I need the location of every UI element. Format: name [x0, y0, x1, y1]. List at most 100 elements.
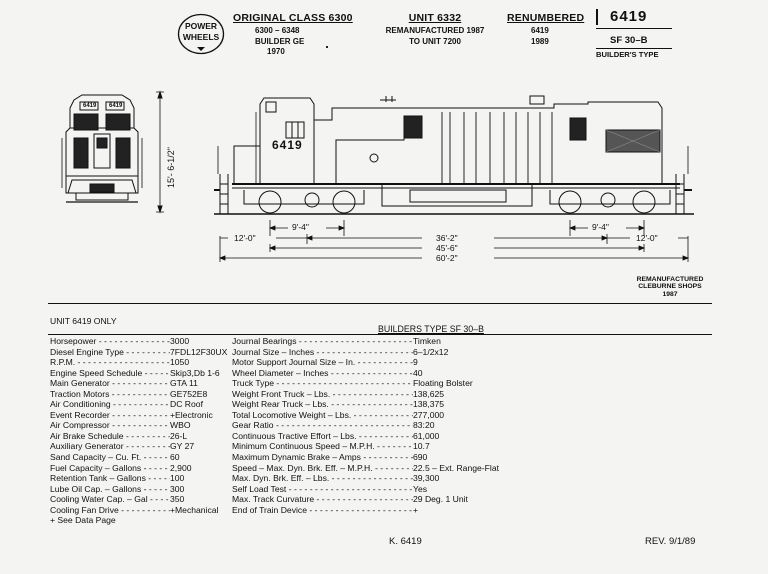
spec-left-row: Lube Oil Cap. – Gallons - - - - - - - - … [50, 484, 232, 495]
spec-left-leader: - - - - - - - - - - - - - - - - - - - - … [143, 483, 170, 494]
spec-left-row: Air Brake Schedule - - - - - - - - - - -… [50, 431, 232, 442]
spec-right-row: Motor Support Journal Size – In. - - - -… [232, 357, 532, 368]
spec-left-label: Cooling Water Cap. – Gal - - - - - - - -… [50, 494, 170, 505]
spec-left-value: 350 [170, 494, 185, 505]
spec-right-leader: - - - - - - - - - - - - - - - - - - - - … [358, 430, 413, 441]
spec-right-value: + [413, 504, 419, 515]
spec-right-label-text: Gear Ratio [232, 420, 274, 431]
original-class-title: ORIGINAL CLASS 6300 [233, 12, 353, 24]
spec-right-label-text: Journal Size – Inches [232, 346, 315, 357]
spec-right-label-text: Weight Rear Truck – Lbs. [232, 399, 329, 410]
spec-left-row: Air Compressor - - - - - - - - - - - - -… [50, 420, 232, 431]
spec-right-row: Minimum Continuous Speed – M.P.H. - - - … [232, 441, 532, 452]
spec-left-leader: - - - - - - - - - - - - - - - - - - - - … [77, 357, 170, 368]
spec-left-leader: - - - - - - - - - - - - - - - - - - - - … [98, 336, 170, 346]
spec-right-label: Wheel Diameter – Inches - - - - - - - - … [232, 368, 413, 379]
spec-left-value: 300 [170, 483, 185, 494]
spec-left-label-text: R.P.M. [50, 357, 76, 368]
spec-right-label: Total Locomotive Weight – Lbs. - - - - -… [232, 410, 413, 421]
spec-right-row: Journal Bearings - - - - - - - - - - - -… [232, 336, 532, 347]
renumbered-year: 1989 [531, 36, 549, 46]
spec-left-row: Cooling Water Cap. – Gal - - - - - - - -… [50, 494, 232, 505]
unit-to-line: TO UNIT 7200 [409, 36, 461, 46]
spec-left-value: 60 [170, 452, 180, 463]
spec-right-label: Speed – Max. Dyn. Brk. Eff. – M.P.H. - -… [232, 463, 413, 474]
spec-right-label: Minimum Continuous Speed – M.P.H. - - - … [232, 441, 413, 452]
spec-heading-rule [48, 334, 712, 335]
number-block: 6419 SF 30–B BUILDER'S TYPE [596, 8, 676, 59]
spec-left-label-text: Retention Tank – Gallons [50, 473, 146, 484]
spec-right-value: 61,000 [413, 430, 440, 441]
original-class-block: ORIGINAL CLASS 6300 6300 – 6348 BUILDER … [233, 12, 363, 58]
spec-left-label: Engine Speed Schedule - - - - - - - - - … [50, 368, 170, 379]
spec-right-leader: - - - - - - - - - - - - - - - - - - - - … [363, 452, 413, 463]
spec-right-label-text: Wheel Diameter – Inches [232, 367, 329, 378]
spec-left-leader: - - - - - - - - - - - - - - - - - - - - … [112, 409, 170, 420]
spec-left-leader: - - - - - - - - - - - - - - - - - - - - … [113, 399, 170, 410]
spec-right-label-text: Weight Front Truck – Lbs. [232, 388, 331, 399]
spec-right-leader: - - - - - - - - - - - - - - - - - - - - … [353, 409, 413, 420]
stray-mark [326, 46, 328, 48]
spec-left-value: 7FDL12F30UX [170, 346, 228, 357]
spec-right-label: Weight Rear Truck – Lbs. - - - - - - - -… [232, 399, 413, 410]
spec-left-row: Air Conditioning - - - - - - - - - - - -… [50, 399, 232, 410]
spec-right-leader: - - - - - - - - - - - - - - - - - - - - … [374, 462, 413, 473]
side-loco-number: 6419 [272, 138, 303, 152]
renumbered-block: RENUMBERED 6419 1989 [507, 12, 587, 47]
spec-right-label: Max. Dyn. Brk. Eff. – Lbs. - - - - - - -… [232, 473, 413, 484]
spec-left-label-text: Horsepower [50, 336, 97, 346]
spec-left-label: Horsepower - - - - - - - - - - - - - - -… [50, 336, 170, 347]
spec-right-value: 138,625 [413, 388, 445, 399]
spec-left-leader: - - - - - - - - - - - - - - - - - - - - … [111, 388, 170, 399]
spec-left-leader: - - - - - - - - - - - - - - - - - - - - … [125, 441, 170, 452]
spec-right-label-text: Max. Track Curvature [232, 494, 315, 505]
spec-left-label-text: Cooling Fan Drive [50, 504, 119, 515]
spec-right-leader: - - - - - - - - - - - - - - - - - - - - … [316, 346, 413, 357]
power-wheels-logo: POWER WHEELS [177, 13, 225, 55]
spec-left-label-text: Auxiliary Generator [50, 441, 124, 452]
reman-note-line-2: CLEBURNE SHOPS [638, 283, 702, 291]
spec-left-row: Engine Speed Schedule - - - - - - - - - … [50, 368, 232, 379]
spec-left-label-text: Event Recorder [50, 409, 110, 420]
spec-right-row: Max. Dyn. Brk. Eff. – Lbs. - - - - - - -… [232, 473, 532, 484]
spec-right-label: End of Train Device - - - - - - - - - - … [232, 505, 413, 516]
spec-right-leader: - - - - - - - - - - - - - - - - - - - - … [377, 441, 413, 452]
spec-right-leader: - - - - - - - - - - - - - - - - - - - - … [331, 399, 413, 410]
spec-right-leader: - - - - - - - - - - - - - - - - - - - - … [274, 378, 413, 389]
spec-right-row: Weight Rear Truck – Lbs. - - - - - - - -… [232, 399, 532, 410]
dim-overhang-left: 12'-0" [234, 233, 256, 243]
spec-right-value: Timken [413, 336, 441, 346]
see-data-page-note: + See Data Page [50, 515, 116, 526]
spec-left-label: Auxiliary Generator - - - - - - - - - - … [50, 441, 170, 452]
spec-right-value: 9 [413, 357, 418, 368]
spec-right-leader: - - - - - - - - - - - - - - - - - - - - … [331, 473, 413, 484]
spec-left-label-text: Main Generator [50, 378, 110, 389]
spec-right-leader: - - - - - - - - - - - - - - - - - - - - … [298, 336, 413, 346]
spec-left-leader: - - - - - - - - - - - - - - - - - - - - … [143, 452, 170, 463]
spec-left-value: DC Roof [170, 399, 203, 410]
spec-left-label-text: Sand Capacity – Cu. Ft. [50, 452, 142, 463]
spec-right-value: Yes [413, 483, 428, 494]
spec-left-value: Skip3,Db 1-6 [170, 367, 220, 378]
spec-right-label-text: End of Train Device [232, 504, 307, 515]
spec-right-leader: - - - - - - - - - - - - - - - - - - - - … [288, 483, 413, 494]
spec-left-label: Cooling Fan Drive - - - - - - - - - - - … [50, 505, 170, 516]
spec-right-label: Motor Support Journal Size – In. - - - -… [232, 357, 413, 368]
spec-right-leader: - - - - - - - - - - - - - - - - - - - - … [357, 357, 413, 368]
reman-note: REMANUFACTURED CLEBURNE SHOPS 1987 [630, 276, 710, 298]
spec-right-row: Truck Type - - - - - - - - - - - - - - -… [232, 378, 532, 389]
spec-left-row: Fuel Capacity – Gallons - - - - - - - - … [50, 463, 232, 474]
spec-left-row: Diesel Engine Type - - - - - - - - - - -… [50, 347, 232, 358]
spec-left-label-text: Diesel Engine Type [50, 346, 124, 357]
spec-left-label: Sand Capacity – Cu. Ft. - - - - - - - - … [50, 452, 170, 463]
spec-left-leader: - - - - - - - - - - - - - - - - - - - - … [148, 473, 170, 484]
dim-wheelbase: 45'-6" [436, 243, 458, 253]
spec-left-row: Horsepower - - - - - - - - - - - - - - -… [50, 336, 232, 347]
spec-left-value: 2,900 [170, 462, 192, 473]
spec-right-row: Weight Front Truck – Lbs. - - - - - - - … [232, 389, 532, 400]
spec-left-leader: - - - - - - - - - - - - - - - - - - - - … [121, 504, 170, 515]
spec-right-label: Self Load Test - - - - - - - - - - - - -… [232, 484, 413, 495]
specs-left-table: Horsepower - - - - - - - - - - - - - - -… [50, 336, 232, 526]
spec-left-label-text: Cooling Water Cap. – Gal [50, 494, 148, 505]
spec-left-label-text: Air Compressor [50, 420, 110, 431]
